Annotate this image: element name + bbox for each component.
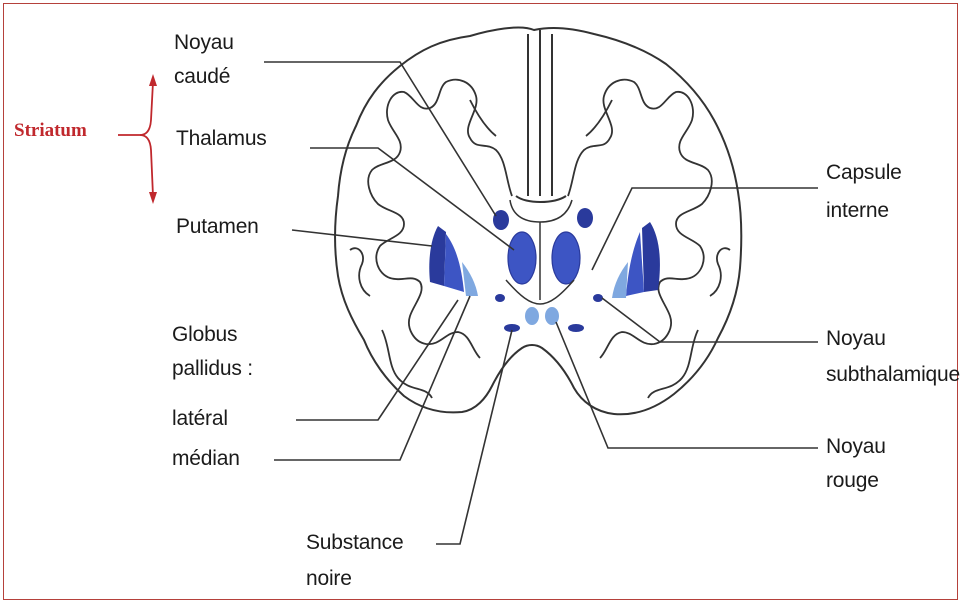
caudate-left [493,210,509,230]
label-subthalamique-line1: Noyau [826,326,886,351]
leader-putamen [292,230,432,246]
label-rouge-line2: rouge [826,468,879,493]
label-substance-line2: noire [306,566,352,591]
label-noyau-caude-line2: caudé [174,64,230,89]
globus-medial-left [462,262,478,296]
leader-rouge [556,322,818,448]
subthalamic-left [495,294,505,302]
label-noyau-caude-line1: Noyau [174,30,234,55]
label-substance-line1: Substance [306,530,403,555]
putamen-right [642,222,660,292]
caudate-right [577,208,593,228]
label-globus-line1: Globus [172,322,237,347]
brain-outline [335,28,741,415]
globus-lateral-left [444,234,464,292]
thalamus-left [508,232,536,284]
label-rouge-line1: Noyau [826,434,886,459]
globus-medial-right [612,262,628,298]
label-subthalamique-line2: subthalamique [826,362,960,387]
label-globus-line2: pallidus : [172,356,253,381]
globus-lateral-right [626,232,644,296]
label-thalamus: Thalamus [176,126,267,151]
subthalamic-right [593,294,603,302]
leader-thalamus [310,148,514,250]
label-putamen: Putamen [176,214,259,239]
label-globus-median: médian [172,446,240,471]
striatum-label: Striatum [14,120,87,142]
thalamus-right [552,232,580,284]
leader-median [274,296,470,460]
nigra-right [568,324,584,332]
leader-subthalamique [602,298,818,342]
label-globus-lateral: latéral [172,406,228,431]
striatum-bracket [118,74,157,204]
putamen-left [429,226,446,286]
label-capsule-line2: interne [826,198,889,223]
leader-lateral [296,300,458,420]
red-nucleus-left [525,307,539,325]
label-capsule-line1: Capsule [826,160,902,185]
leader-substance [436,330,512,544]
